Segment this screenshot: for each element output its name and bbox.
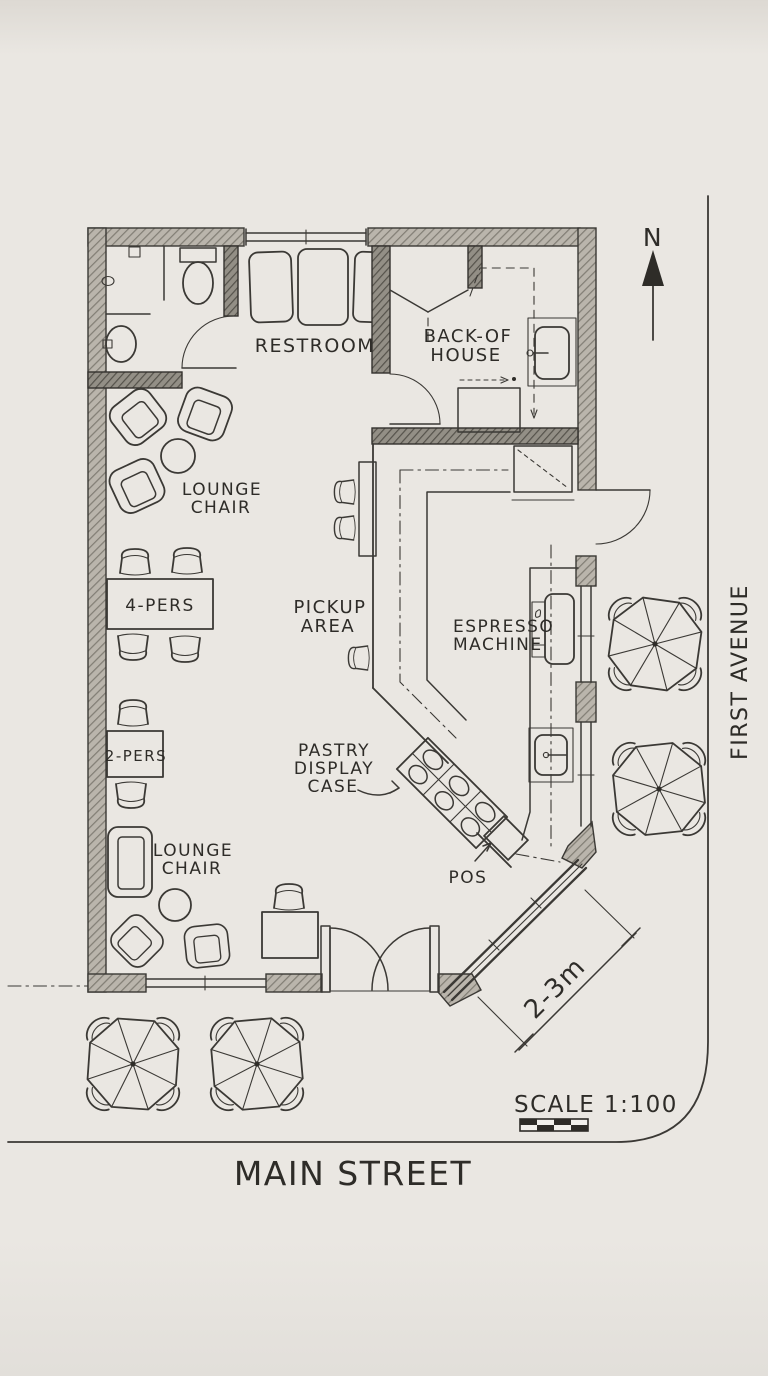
pastry-case-label-line3: CASE [307, 777, 358, 797]
dining-chair [169, 635, 201, 663]
toilet [179, 247, 217, 305]
back-of-house [371, 245, 579, 445]
pickup-bar [358, 461, 377, 557]
under-counter-storage [511, 445, 575, 501]
main-street-label: MAIN STREET [234, 1154, 472, 1193]
armchair [105, 909, 169, 973]
restroom-door [181, 315, 235, 369]
coffee-table [158, 888, 192, 922]
sofa [107, 826, 153, 898]
lounge-upper-label-line1: LOUNGE [182, 480, 262, 500]
entry-doors [320, 925, 440, 993]
dining-chair [273, 883, 305, 911]
espresso-machine [531, 593, 575, 665]
lounge-upper [104, 383, 237, 518]
side-table [261, 911, 319, 959]
dining-chair [117, 633, 149, 661]
restroom-sink [102, 325, 137, 363]
dining-chair [115, 781, 147, 809]
table-top [106, 730, 164, 778]
storefront-window [442, 858, 588, 1002]
coffee-table [160, 438, 196, 474]
counter-sink [528, 727, 574, 783]
scale-label: SCALE 1:100 [514, 1092, 678, 1118]
boh-sink [526, 317, 577, 387]
restroom [87, 245, 239, 389]
espresso-machine-label-line2: MACHINE [453, 635, 543, 655]
dining-chair [117, 699, 149, 727]
pastry-case-label-line1: PASTRY [298, 741, 370, 761]
right-window-lower [577, 721, 595, 827]
lounge-lower-label-line2: CHAIR [162, 859, 223, 879]
lounge-lower-label-line1: LOUNGE [153, 841, 233, 861]
lounge-upper-label-line2: CHAIR [191, 498, 252, 518]
service-counter [333, 443, 579, 863]
pastry-case-arrow [357, 780, 400, 796]
north-label: N [643, 223, 663, 252]
street-curb-line [7, 195, 709, 1143]
pastry-display-case [395, 736, 509, 850]
north-arrow [642, 250, 664, 341]
restroom-fixture [128, 246, 141, 258]
scale-bar [519, 1118, 589, 1132]
armchair [173, 383, 237, 445]
four-person-table-label: 4-PERS [125, 596, 195, 616]
exterior-walls [87, 227, 597, 1007]
pos-arrow [474, 842, 492, 862]
four-person-table [106, 547, 214, 663]
lounge-lower [105, 826, 319, 973]
back-of-house-label-line1: BACK-OF [424, 326, 513, 347]
outdoor-table [204, 1011, 310, 1117]
counter-work-line [399, 469, 561, 863]
pastry-case-label-line2: DISPLAY [294, 759, 374, 779]
outdoor-table [606, 736, 712, 842]
boh-circulation-path [427, 267, 535, 415]
restroom-label: RESTROOM [255, 335, 375, 357]
boh-table [457, 376, 521, 433]
bottom-window [145, 975, 267, 991]
storefront-pier-north [561, 820, 597, 869]
outdoor-table [80, 1011, 186, 1117]
table-top [106, 578, 214, 630]
boh-door [389, 373, 441, 425]
armchair [104, 454, 170, 518]
pickup-area-label-line2: AREA [301, 616, 356, 637]
bar-stool [347, 645, 370, 671]
armchair [104, 383, 172, 451]
first-avenue-label: FIRST AVENUE [728, 584, 753, 760]
top-window [245, 228, 367, 246]
storefront-dimension [477, 889, 641, 1053]
dining-chair [119, 548, 151, 576]
bench-seats [248, 248, 386, 326]
bar-stool [333, 515, 356, 541]
swing-door [389, 289, 469, 313]
side-door [595, 489, 651, 545]
two-person-table [106, 699, 164, 809]
pickup-area-label-line1: PICKUP [293, 597, 366, 618]
pos-terminal [476, 815, 529, 868]
pos-label: POS [449, 868, 488, 888]
dining-chair [171, 547, 203, 575]
two-person-table-label: 2-PERS [105, 747, 167, 765]
espresso-machine-label-line1: ESPRESSO [453, 617, 554, 637]
right-window-upper [577, 585, 595, 683]
outdoor-table [602, 591, 708, 697]
armchair [182, 922, 232, 970]
bar-stool [333, 479, 356, 505]
paper-holder [101, 275, 115, 287]
back-of-house-label-line2: HOUSE [430, 345, 501, 366]
